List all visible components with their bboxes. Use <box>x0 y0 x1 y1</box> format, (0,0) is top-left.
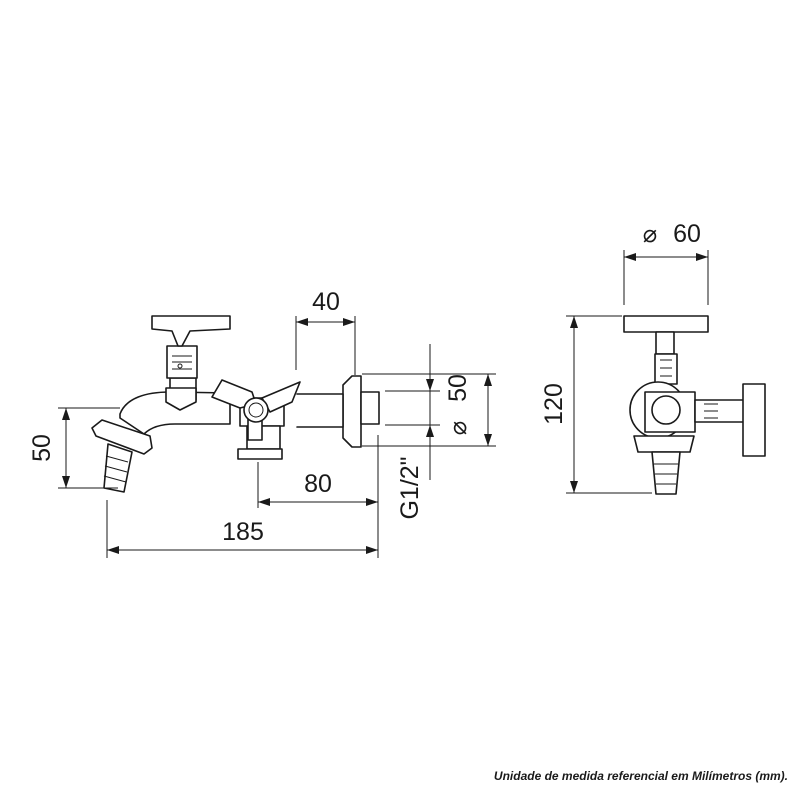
dim-label-185: 185 <box>222 518 264 546</box>
dim-label-80: 80 <box>304 470 332 498</box>
dim-label-50-height: 50 <box>28 434 56 462</box>
dim-label-60: 60 <box>673 220 701 248</box>
dimension-thread: G1/2" <box>385 344 440 520</box>
dim-label-50-diameter: 50 <box>444 374 472 402</box>
faucet-side-view <box>91 315 380 493</box>
dim-label-40: 40 <box>312 288 340 316</box>
dimension-handle-offset: 40 <box>295 288 356 375</box>
units-footnote: Unidade de medida referencial em Milímet… <box>493 769 788 783</box>
dimension-handle-diameter: ⌀ 60 <box>623 220 709 305</box>
faucet-front-view <box>623 315 766 495</box>
dimension-flange-diameter: ⌀ 50 <box>362 373 496 447</box>
diameter-symbol-icon: ⌀ <box>444 421 472 435</box>
dimension-overall-length: 185 <box>106 435 379 558</box>
dimension-overall-height: 120 <box>540 315 652 494</box>
dim-label-120: 120 <box>540 383 568 425</box>
dim-label-thread: G1/2" <box>396 456 424 519</box>
dimension-spout-height: 50 <box>28 407 120 489</box>
dimension-outlet-offset: 80 <box>257 462 378 508</box>
diameter-symbol-icon: ⌀ <box>643 220 657 248</box>
